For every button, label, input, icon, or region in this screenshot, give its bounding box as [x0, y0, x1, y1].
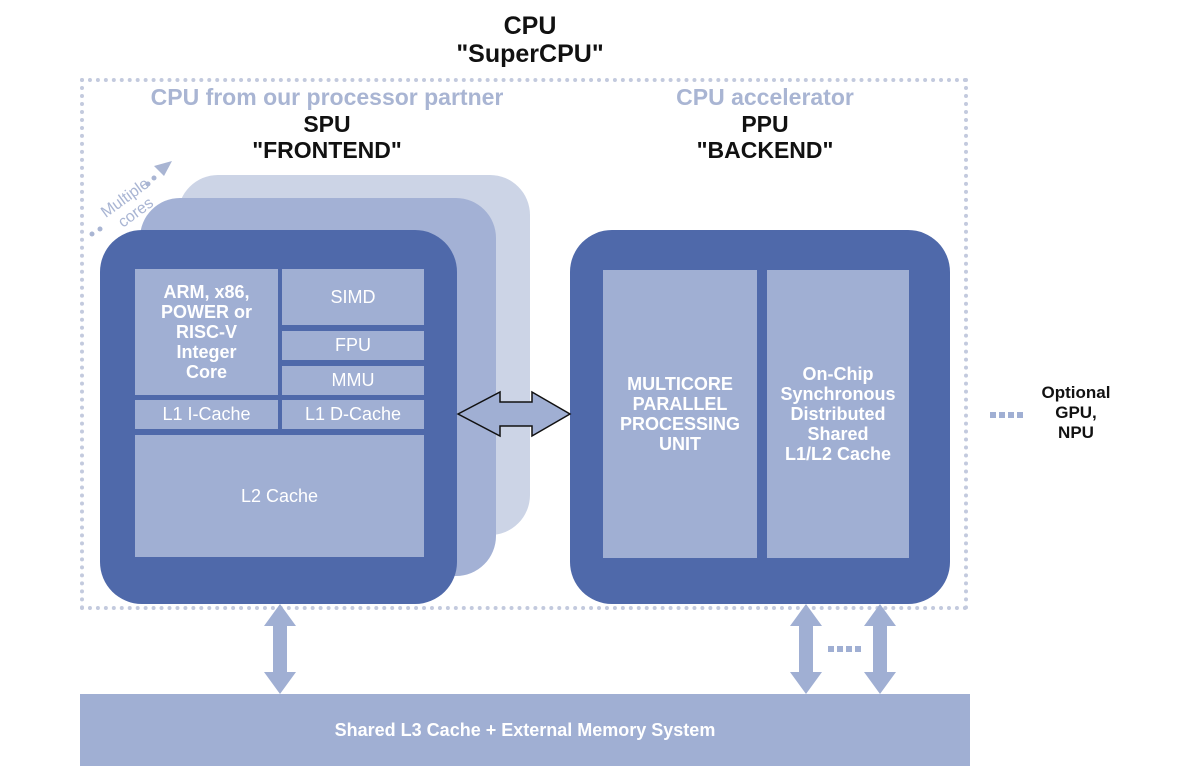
- accelerator-label: CPU accelerator: [676, 84, 854, 110]
- backend-label: "BACKEND": [696, 137, 834, 163]
- ppu-cache-line-3: Distributed: [790, 404, 886, 424]
- mppu-line-3: PROCESSING: [619, 414, 741, 434]
- supercpu-frame: [80, 78, 968, 610]
- integer-core-line-3: RISC-V: [175, 322, 237, 342]
- title-line-2: "SuperCPU": [456, 40, 604, 68]
- spu-l3-arrow-icon: [264, 604, 296, 694]
- optional-gpu-npu: Optional GPU, NPU: [1020, 383, 1132, 443]
- mppu-line-2: PARALLEL: [632, 394, 728, 414]
- mppu-block: MULTICORE PARALLEL PROCESSING UNIT: [603, 270, 757, 558]
- ppu-arrows-dash-icon: [828, 646, 862, 652]
- spu-ppu-arrow-icon: [456, 390, 572, 438]
- spu-label: SPU: [303, 111, 351, 137]
- mmu-block: MMU: [282, 366, 424, 395]
- shared-l3-memory-bar: Shared L3 Cache + External Memory System: [80, 694, 970, 766]
- ppu-cache-line-4: Shared: [807, 424, 869, 444]
- title-line-1: CPU: [503, 12, 557, 40]
- l1-dcache-block: L1 D-Cache: [282, 400, 424, 429]
- ppu-heading: CPU accelerator PPU "BACKEND": [610, 84, 920, 163]
- ppu-label: PPU: [741, 111, 789, 137]
- spu-heading: CPU from our processor partner SPU "FRON…: [120, 84, 534, 163]
- ppu-cache-line-2: Synchronous: [780, 384, 896, 404]
- ppu-cache-line-1: On-Chip: [802, 364, 874, 384]
- frontend-label: "FRONTEND": [252, 137, 402, 163]
- simd-block: SIMD: [282, 269, 424, 325]
- diagram-title: CPU "SuperCPU": [380, 12, 680, 68]
- mppu-line-1: MULTICORE: [627, 374, 733, 394]
- integer-core-line-1: ARM, x86,: [163, 282, 250, 302]
- ppu-l3-arrow-2-icon: [864, 604, 896, 694]
- integer-core-line-5: Core: [185, 362, 227, 382]
- integer-core-line-4: Integer: [176, 342, 237, 362]
- optional-line-3: NPU: [1058, 423, 1094, 442]
- optional-line-2: GPU,: [1055, 403, 1097, 422]
- optional-line-1: Optional: [1041, 383, 1111, 402]
- ppu-l3-arrow-1-icon: [790, 604, 822, 694]
- partner-label: CPU from our processor partner: [150, 84, 504, 110]
- ppu-cache-line-5: L1/L2 Cache: [784, 444, 892, 464]
- integer-core-line-2: POWER or: [160, 302, 252, 322]
- multiple-cores-arrow-icon: [89, 161, 172, 237]
- optional-dash-icon: [990, 412, 1024, 418]
- integer-core-block: ARM, x86, POWER or RISC-V Integer Core: [135, 269, 278, 395]
- mppu-line-4: UNIT: [659, 434, 701, 454]
- fpu-block: FPU: [282, 331, 424, 360]
- l1-icache-block: L1 I-Cache: [135, 400, 278, 429]
- ppu-cache-block: On-Chip Synchronous Distributed Shared L…: [767, 270, 909, 558]
- l2-cache-block: L2 Cache: [135, 435, 424, 557]
